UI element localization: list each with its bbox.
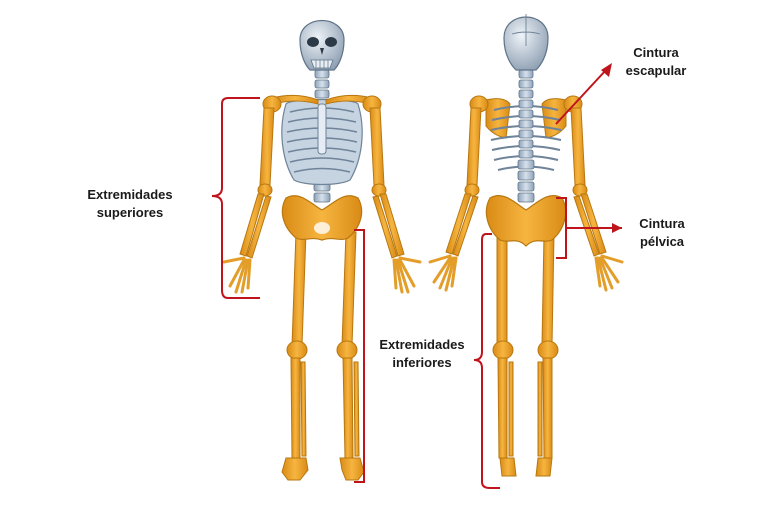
front-foot-left (281, 457, 309, 481)
back-skull (503, 14, 549, 71)
lower-limbs-label-line1: Extremidades (379, 337, 465, 352)
front-hand-right (392, 256, 422, 294)
shoulder-girdle-arrowhead (601, 63, 612, 77)
front-femur-left (291, 231, 307, 346)
upper-limbs-label: Extremidades superiores (60, 186, 200, 222)
front-tibia-right (342, 357, 354, 459)
front-pelvis (281, 195, 363, 241)
shoulder-girdle-arrow-line (555, 69, 607, 125)
pelvic-girdle-label: Cintura pélvica (622, 215, 702, 251)
back-hand-left (428, 254, 458, 292)
lower-limbs-back-brace (473, 233, 500, 489)
pelvic-girdle-label-line2: pélvica (639, 234, 685, 249)
front-skeleton (222, 19, 422, 481)
front-forearm-left-a (239, 193, 265, 257)
shoulder-girdle-label-line2: escapular (625, 63, 687, 78)
front-skull (299, 19, 345, 71)
upper-limbs-label-line1: Extremidades (87, 187, 173, 202)
front-ribcage (281, 98, 363, 186)
back-tibia-right (542, 357, 553, 459)
lower-limbs-front-bracket (354, 229, 365, 483)
front-foot-right (339, 457, 365, 481)
back-heel-left (499, 457, 517, 477)
front-femur-right (341, 231, 357, 346)
back-humerus-right (570, 107, 586, 186)
back-tibia-left (497, 357, 508, 459)
pelvic-girdle-label-line1: Cintura (639, 216, 685, 231)
front-forearm-right-a (379, 193, 405, 257)
shoulder-girdle-label: Cintura escapular (606, 44, 706, 80)
lower-limbs-label: Extremidades inferiores (370, 336, 474, 372)
back-pelvis (485, 195, 567, 247)
shoulder-girdle-label-line1: Cintura (633, 45, 679, 60)
lower-limbs-label-line2: inferiores (392, 355, 452, 370)
front-humerus-right (369, 107, 385, 186)
back-femur-right (541, 233, 555, 346)
annotations (211, 69, 622, 489)
upper-limbs-brace (211, 97, 260, 299)
back-spine (517, 69, 535, 203)
front-tibia-left (290, 357, 301, 459)
pelvic-girdle-arrowhead (612, 223, 622, 233)
back-humerus-left (466, 107, 482, 186)
front-humerus-left (259, 107, 275, 186)
upper-limbs-label-line2: superiores (96, 205, 164, 220)
front-hand-left (222, 256, 252, 294)
front-clavicle-right (325, 94, 373, 105)
back-hand-right (594, 254, 624, 292)
back-skeleton (428, 14, 624, 477)
front-clavicle-left (271, 94, 319, 105)
back-femur-left (496, 233, 508, 346)
back-heel-right (535, 457, 553, 477)
